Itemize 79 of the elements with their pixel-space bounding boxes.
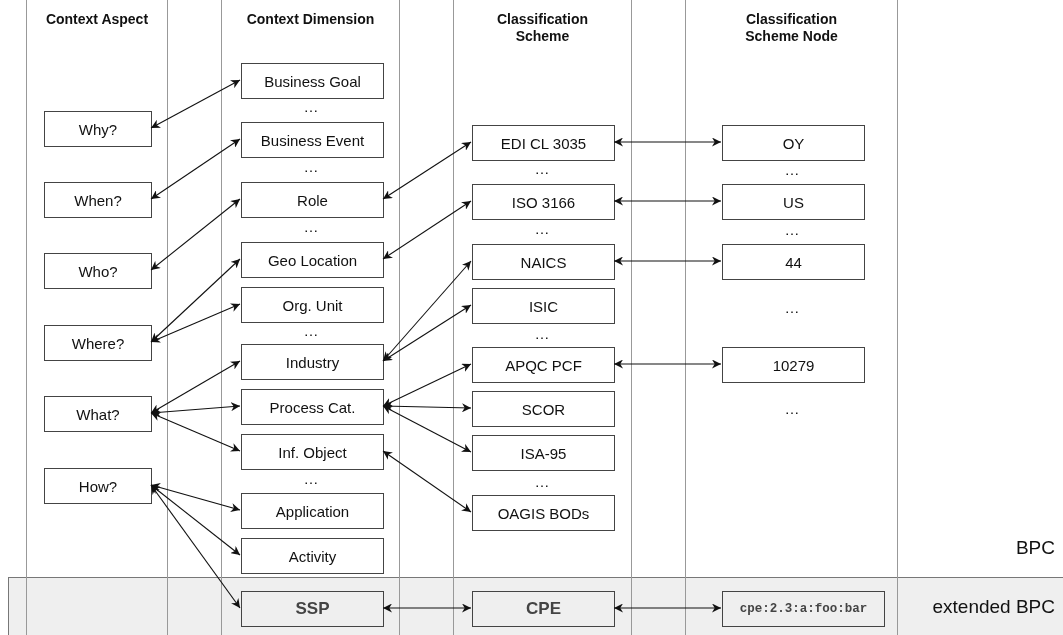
concept-box: SSP [241, 591, 384, 627]
concept-box: ISA-95 [472, 435, 615, 471]
region-label: extended BPC [932, 596, 1055, 616]
concept-box: Process Cat. [241, 389, 384, 425]
column-heading: Classification Scheme [496, 11, 589, 45]
double-arrow [150, 483, 241, 512]
double-arrow [613, 137, 722, 147]
concept-box: Business Event [241, 122, 384, 158]
column-panel [26, 0, 168, 635]
double-arrow [150, 79, 241, 129]
double-arrow [382, 260, 472, 362]
double-arrow [150, 402, 241, 417]
double-arrow [150, 360, 241, 414]
double-arrow [150, 258, 241, 343]
concept-box: How? [44, 468, 152, 504]
ellipsis-text: … [784, 221, 800, 237]
concept-box: Who? [44, 253, 152, 289]
ellipsis-text: … [784, 161, 800, 177]
double-arrow [613, 256, 722, 266]
concept-box: cpe:2.3:a:foo:bar [722, 591, 885, 627]
double-arrow [150, 412, 241, 452]
concept-box: Business Goal [241, 63, 384, 99]
column-heading: Classification Scheme Node [744, 11, 839, 45]
ellipsis-text: … [303, 98, 319, 114]
concept-box: Inf. Object [241, 434, 384, 470]
concept-box: APQC PCF [472, 347, 615, 383]
double-arrow [150, 484, 241, 556]
ellipsis-text: … [534, 325, 550, 341]
concept-box: Industry [241, 344, 384, 380]
ellipsis-text: … [303, 470, 319, 486]
ellipsis-text: … [534, 220, 550, 236]
double-arrow [382, 141, 472, 200]
double-arrow [150, 484, 241, 609]
ellipsis-text: … [784, 299, 800, 315]
double-arrow [382, 363, 472, 407]
concept-box: 10279 [722, 347, 865, 383]
double-arrow [382, 450, 472, 513]
double-arrow [382, 200, 472, 260]
concept-box: CPE [472, 591, 615, 627]
concept-box: US [722, 184, 865, 220]
double-arrow [382, 405, 472, 453]
concept-box: OY [722, 125, 865, 161]
double-arrow [613, 603, 722, 613]
double-arrow [382, 304, 472, 362]
concept-box: ISIC [472, 288, 615, 324]
region-label: BPC [1015, 537, 1055, 557]
concept-box: Role [241, 182, 384, 218]
concept-box: Where? [44, 325, 152, 361]
ellipsis-text: … [534, 473, 550, 489]
column-heading: Context Dimension [245, 11, 376, 28]
concept-box: 44 [722, 244, 865, 280]
column-panel [685, 0, 898, 635]
concept-box: Activity [241, 538, 384, 574]
double-arrow [150, 138, 241, 200]
concept-box: What? [44, 396, 152, 432]
concept-box: When? [44, 182, 152, 218]
concept-box: ISO 3166 [472, 184, 615, 220]
ellipsis-text: … [303, 158, 319, 174]
concept-box: Geo Location [241, 242, 384, 278]
concept-box: Org. Unit [241, 287, 384, 323]
ellipsis-text: … [303, 218, 319, 234]
column-heading: Context Aspect [44, 11, 150, 28]
double-arrow [613, 359, 722, 369]
column-panel [221, 0, 400, 635]
double-arrow [382, 603, 472, 613]
concept-box: EDI CL 3035 [472, 125, 615, 161]
double-arrow [150, 303, 241, 343]
double-arrow [150, 198, 241, 271]
concept-box: NAICS [472, 244, 615, 280]
ellipsis-text: … [784, 400, 800, 416]
double-arrow [382, 401, 472, 413]
column-panel [453, 0, 632, 635]
double-arrow [613, 196, 722, 206]
concept-box: Application [241, 493, 384, 529]
concept-box: OAGIS BODs [472, 495, 615, 531]
ellipsis-text: … [534, 160, 550, 176]
ellipsis-text: … [303, 322, 319, 338]
concept-box: SCOR [472, 391, 615, 427]
concept-box: Why? [44, 111, 152, 147]
